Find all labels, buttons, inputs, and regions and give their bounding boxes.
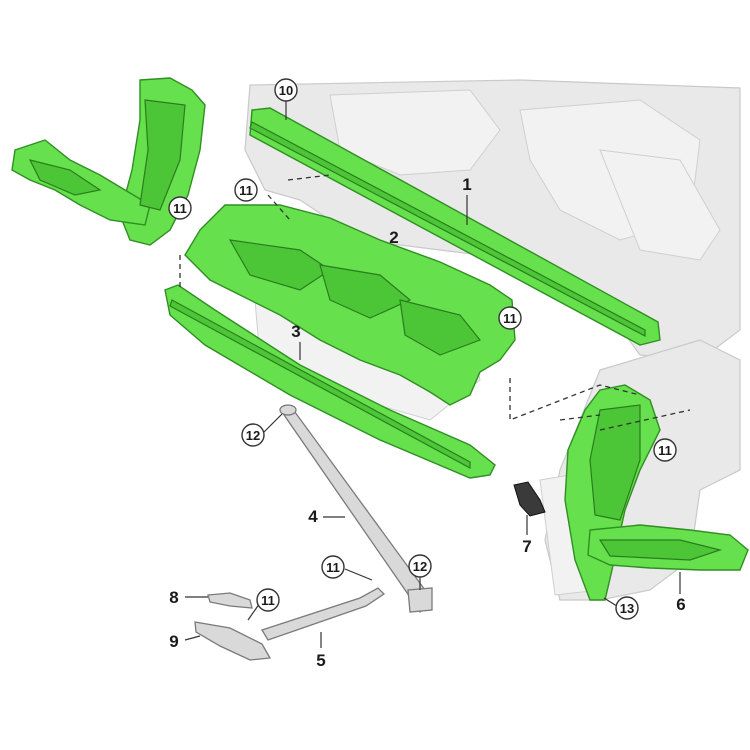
- callout-11d-text: 11: [658, 443, 672, 458]
- callout-12a-text: 12: [246, 428, 260, 443]
- part-9-bracket-pair: [194, 621, 272, 661]
- callout-circle-12b: 12: [408, 554, 432, 578]
- callout-11e-text: 11: [326, 560, 340, 575]
- callout-11c-text: 11: [503, 311, 517, 326]
- callout-circle-11a: 11: [234, 178, 258, 202]
- callout-5: 5: [316, 651, 325, 670]
- callout-circle-12a: 12: [241, 423, 265, 447]
- part-2-cover-plate: [184, 204, 516, 406]
- dashed-assembly-lines: [179, 174, 691, 431]
- part-1-upper-carrier-rail: [249, 107, 661, 346]
- callout-3: 3: [291, 322, 300, 341]
- callout-circle-13: 13: [615, 596, 639, 620]
- part-6-right-bracket-assembly: [564, 384, 749, 601]
- part-4-diagonal-strut: [279, 404, 433, 613]
- callout-circle-11d: 11: [653, 438, 677, 462]
- callout-12b-text: 12: [413, 559, 427, 574]
- callout-11b-text: 11: [173, 201, 187, 216]
- callout-circle-11b: 11: [168, 196, 192, 220]
- part-3-lower-cross-member: [164, 284, 496, 479]
- callout-7: 7: [522, 537, 531, 556]
- callout-circle-11c: 11: [498, 306, 522, 330]
- callout-11f-text: 11: [261, 593, 275, 608]
- part-5-lower-strap: [261, 587, 386, 641]
- callout-11a-text: 11: [239, 183, 253, 198]
- part-8-small-bracket: [207, 592, 253, 609]
- callout-circle-10: 10: [274, 78, 298, 102]
- callout-circle-11e: 11: [321, 555, 345, 579]
- callout-8: 8: [169, 588, 178, 607]
- callout-9: 9: [169, 632, 178, 651]
- part-7-clip: [513, 481, 546, 517]
- callout-1: 1: [462, 175, 471, 194]
- part-left-bracket-assembly: [11, 77, 206, 246]
- callout-circle-11f: 11: [256, 588, 280, 612]
- callout-4: 4: [308, 507, 318, 526]
- callout-6: 6: [676, 595, 685, 614]
- callout-10-text: 10: [279, 83, 293, 98]
- callout-13-text: 13: [620, 601, 634, 616]
- callout-2: 2: [389, 228, 398, 247]
- leader-lines: [184, 100, 681, 648]
